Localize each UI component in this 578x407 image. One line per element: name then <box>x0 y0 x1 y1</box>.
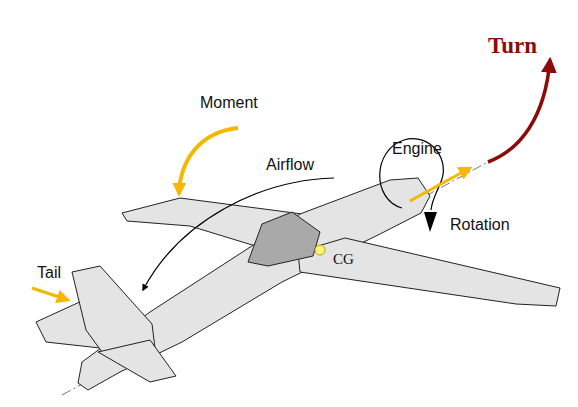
cg-label: CG <box>333 252 354 267</box>
turn-arrow <box>488 60 550 162</box>
canopy <box>248 212 320 266</box>
cg-dot <box>315 245 325 255</box>
tail-force-arrow <box>32 288 68 300</box>
rotation-arrowhead <box>424 212 437 232</box>
fuselage <box>78 178 430 390</box>
airflow-label: Airflow <box>266 157 314 173</box>
thrust-arrow <box>410 168 470 201</box>
moment-arrow <box>179 128 238 194</box>
rotation-label: Rotation <box>450 217 510 233</box>
stabilizer <box>98 340 176 382</box>
engine-label: Engine <box>392 141 442 157</box>
wing <box>298 238 560 306</box>
moment-label: Moment <box>200 95 258 111</box>
airflow-arrow <box>143 178 334 290</box>
turn-label: Turn <box>488 34 537 57</box>
tail-label: Tail <box>37 265 61 281</box>
